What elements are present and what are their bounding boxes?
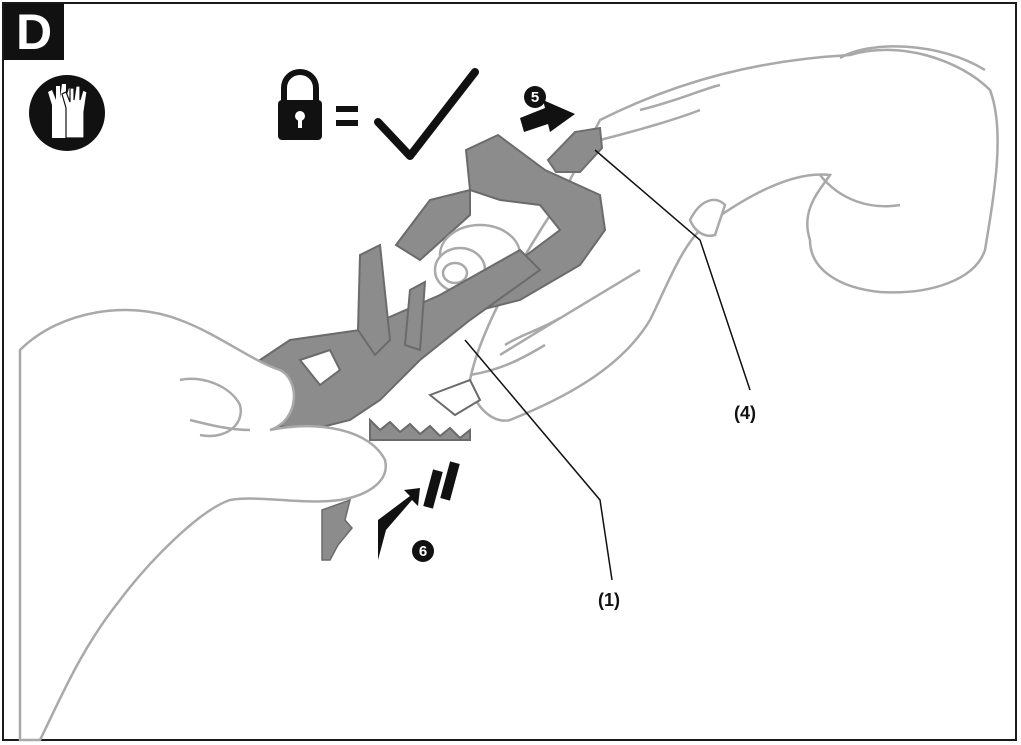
arrow-step-6 [378,461,460,560]
blade-ghost [321,498,353,561]
equals-sign [336,106,358,126]
saw-body [468,45,999,422]
lock-icon [278,68,322,140]
step-6-marker: 6 [412,540,434,562]
checkmark-icon [374,68,479,160]
saw-blade [246,243,542,441]
figure-letter-badge: D [4,4,64,60]
leader-lines [464,149,751,581]
step-5-marker: 5 [524,86,546,108]
arrow-step-5 [520,100,575,132]
callout-release-lever: (4) [734,403,756,423]
release-lever [546,126,604,173]
gloves-icon [29,75,105,151]
gloved-hand [18,308,388,742]
callout-blade: (1) [598,590,620,610]
